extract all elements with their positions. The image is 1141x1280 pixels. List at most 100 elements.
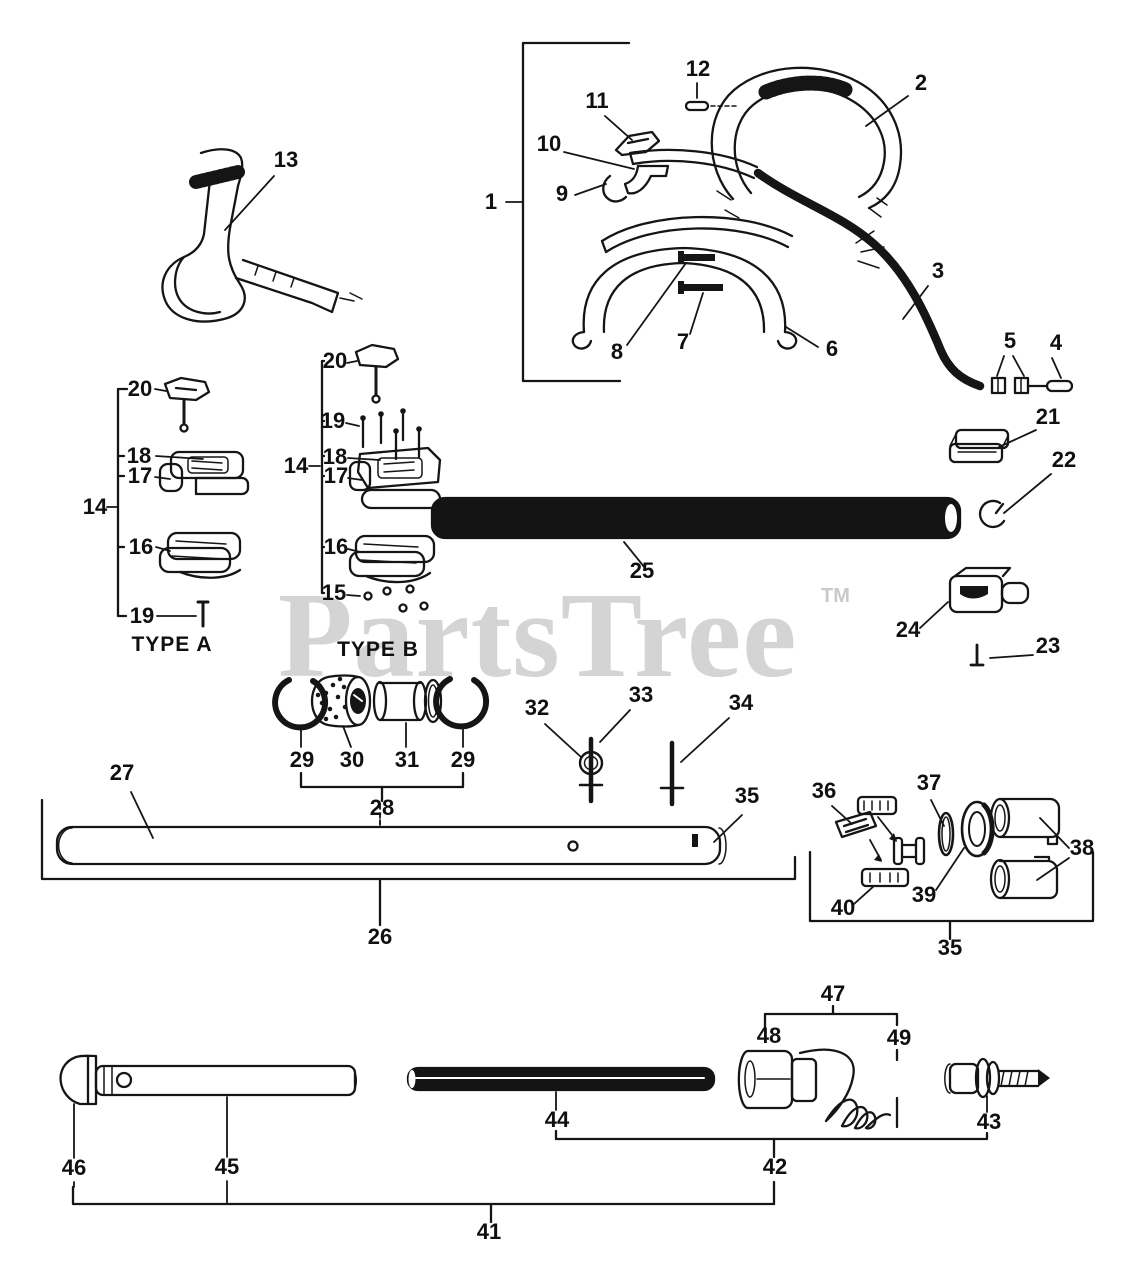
callout-35a: 35 xyxy=(735,783,759,808)
part-13-clip xyxy=(339,292,363,302)
bracket-14b xyxy=(320,359,326,595)
callout-36: 36 xyxy=(812,778,836,803)
callout-37: 37 xyxy=(917,770,941,795)
part-24-cylinder xyxy=(1000,581,1030,605)
part-16a-clamp-lower xyxy=(158,546,232,574)
part-29a-snap-ring xyxy=(272,677,329,731)
part-30-speckles xyxy=(315,676,348,722)
part-13-buckle-texture xyxy=(189,165,245,189)
callout-44: 44 xyxy=(545,1107,570,1132)
leader-18b xyxy=(347,457,381,461)
leader-35a xyxy=(713,814,743,843)
part-40-comb xyxy=(860,867,910,888)
callout-34: 34 xyxy=(729,690,754,715)
part-spool-flange-left xyxy=(892,836,904,866)
callout-16b: 16 xyxy=(324,534,348,559)
speckle xyxy=(315,692,321,698)
part-43-cylinder xyxy=(948,1062,980,1095)
callouts-layer: 1234567891011121314201817161914201918171… xyxy=(62,56,1094,1244)
part-2-handle-inner xyxy=(733,87,886,199)
part-35-pin xyxy=(692,834,698,847)
callout-24: 24 xyxy=(896,617,921,642)
part-19b-screws xyxy=(360,408,422,461)
part-25-end-face xyxy=(945,504,957,532)
part-40-comb-ribs xyxy=(869,872,899,883)
callout-40: 40 xyxy=(831,895,855,920)
nut xyxy=(363,591,373,601)
callout-43: 43 xyxy=(977,1109,1001,1134)
part-31-ring-outer xyxy=(423,678,443,724)
assembly-arrowhead-2 xyxy=(874,854,882,862)
part-38-top-face xyxy=(989,797,1011,839)
callout-26: 26 xyxy=(368,924,392,949)
callout-32: 32 xyxy=(525,695,549,720)
part-2-handle-outer xyxy=(710,66,903,210)
part-16b-clamp-upper xyxy=(354,534,436,564)
part-16a-lip xyxy=(178,568,242,579)
callout-48: 48 xyxy=(757,1023,781,1048)
leader-39 xyxy=(935,847,965,891)
part-45-detail-lines xyxy=(103,1065,113,1096)
leader-27 xyxy=(130,791,154,839)
type-b-group: TYPE B xyxy=(308,343,442,661)
part-25-shaft xyxy=(430,496,962,540)
part-2-grip-texture xyxy=(758,75,854,100)
leader-37 xyxy=(930,799,945,827)
part-17b-cylinder xyxy=(348,460,372,492)
speckle xyxy=(330,682,336,688)
part-17b-clamp xyxy=(356,446,442,490)
part-37-oring xyxy=(937,811,955,857)
part-3-cable xyxy=(753,168,985,391)
callout-8: 8 xyxy=(611,339,623,364)
leader-8 xyxy=(626,262,687,346)
part-17a-flange xyxy=(194,476,250,496)
callout-2: 2 xyxy=(915,70,927,95)
part-36-comb-top xyxy=(856,795,898,816)
callout-5: 5 xyxy=(1004,328,1016,353)
speckle xyxy=(323,690,329,696)
part-43-flange-1 xyxy=(974,1057,992,1099)
leader-30 xyxy=(342,725,352,748)
coupling-group xyxy=(272,674,490,827)
callout-38: 38 xyxy=(1070,835,1094,860)
part-6-foot-left xyxy=(571,330,593,350)
part-6-clamp-inner xyxy=(602,261,766,334)
part-6-clamp-outer xyxy=(582,246,787,334)
part-27-hole xyxy=(567,840,579,852)
callout-45: 45 xyxy=(215,1154,239,1179)
callout-18b: 18 xyxy=(323,444,347,469)
part-22-hook xyxy=(978,499,1006,529)
leader-13 xyxy=(224,175,275,231)
callout-15: 15 xyxy=(322,580,346,605)
callout-28: 28 xyxy=(370,795,394,820)
leader-38 xyxy=(1036,817,1070,881)
part-throttle-bar xyxy=(628,148,759,180)
part-27-end-arc xyxy=(57,827,73,864)
handle-assembly-group xyxy=(505,41,1074,395)
watermark-tm: TM xyxy=(821,585,850,607)
leader-19b xyxy=(345,422,360,427)
ring-end xyxy=(310,678,316,684)
part-43-rod-threads xyxy=(1000,1070,1029,1087)
bracket-42 xyxy=(554,1129,989,1206)
ring-end xyxy=(447,676,453,682)
leader-10 xyxy=(563,151,635,170)
part-30-core-notch xyxy=(353,694,363,702)
part-36-comb-left xyxy=(834,810,878,839)
part-19a-screw xyxy=(196,600,210,628)
leader-3 xyxy=(902,285,929,320)
speckle xyxy=(341,684,347,690)
callout-11: 11 xyxy=(585,88,608,113)
bottom-assembly-group xyxy=(59,1004,1050,1224)
part-43-flange-2 xyxy=(985,1060,1001,1096)
callout-29a: 29 xyxy=(290,747,314,772)
part-16b-lip xyxy=(364,571,432,584)
callout-14a: 14 xyxy=(83,494,108,519)
callout-14b: 14 xyxy=(284,453,309,478)
part-17a-cylinder xyxy=(158,462,184,493)
leader-34 xyxy=(680,717,730,763)
part-32-washer-outer xyxy=(578,750,604,776)
callout-29b: 29 xyxy=(451,747,475,772)
callout-13: 13 xyxy=(274,147,298,172)
